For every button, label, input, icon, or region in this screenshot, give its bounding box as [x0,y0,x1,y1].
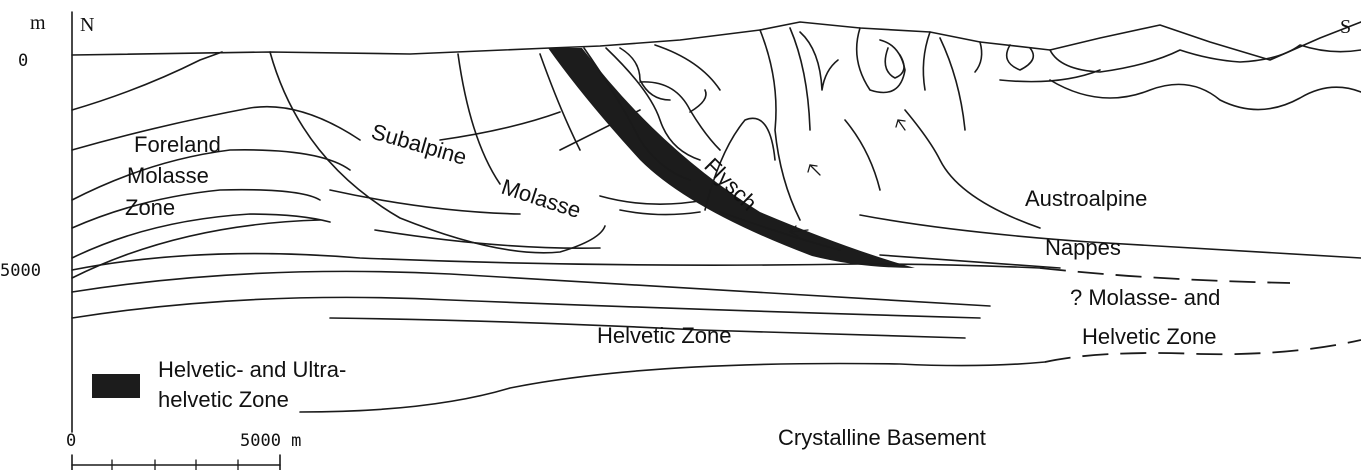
inferred-boundary-upper [1040,268,1290,283]
thrust-arrows [790,120,905,236]
label-subalpine: Subalpine [369,119,470,170]
austroalpine-structures [760,28,1361,268]
label-q-molasse: ? Molasse- and [1070,285,1220,310]
label-crystalline-basement: Crystalline Basement [778,425,986,450]
label-foreland-zone: Zone [125,195,175,220]
topographic-surface [72,22,1361,60]
legend-line-1: Helvetic- and Ultra- [158,357,346,382]
label-helvetic-zone: Helvetic Zone [597,323,732,348]
legend-swatch [92,374,140,398]
flysch-folds [584,45,840,250]
label-foreland-molasse: Molasse [127,163,209,188]
foreland-molasse-layers [72,52,360,278]
scale-length: 5000 m [240,431,301,451]
scale-zero: 0 [66,431,76,451]
helvetic-ultrahelvetic-band [548,48,915,268]
legend: Helvetic- and Ultra- helvetic Zone [92,357,346,412]
depth-axis-unit: m [30,12,46,34]
label-nappes: Nappes [1045,235,1121,260]
depth-tick-0: 0 [18,51,28,71]
label-q-helvetic: Helvetic Zone [1082,324,1217,349]
north-label: N [80,14,94,36]
label-molasse: Molasse [498,174,584,223]
depth-axis: m 0 5000 [0,12,72,432]
label-austroalpine: Austroalpine [1025,186,1147,211]
scale-bar: 0 5000 m [66,431,301,470]
label-foreland: Foreland [134,132,221,157]
legend-line-2: helvetic Zone [158,387,289,412]
depth-tick-5000: 5000 [0,261,41,281]
